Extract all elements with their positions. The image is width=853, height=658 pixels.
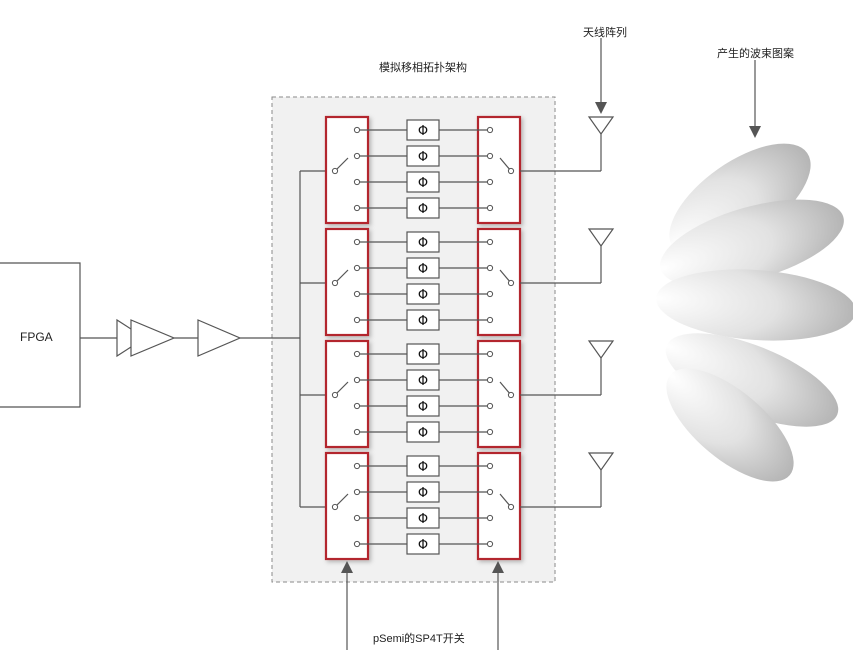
phase-shifter xyxy=(406,507,440,529)
phase-shifter xyxy=(406,171,440,193)
switch-port xyxy=(353,488,361,496)
antenna-icon xyxy=(587,116,615,171)
switch-port xyxy=(353,264,361,272)
phase-symbol: Φ xyxy=(418,124,428,139)
switch-port xyxy=(486,462,494,470)
phase-symbol: Φ xyxy=(418,150,428,165)
phase-symbol: Φ xyxy=(418,538,428,553)
switch-port xyxy=(353,238,361,246)
switch-port xyxy=(486,152,494,160)
switch-port xyxy=(486,238,494,246)
topology-title: 模拟移相拓扑架构 xyxy=(379,62,467,74)
phase-shifter xyxy=(406,533,440,555)
antenna-array-label: 天线阵列 xyxy=(583,27,627,39)
switch-port xyxy=(486,488,494,496)
switch-port xyxy=(353,152,361,160)
switch-port xyxy=(486,402,494,410)
fpga-block xyxy=(0,262,81,408)
phase-symbol: Φ xyxy=(418,374,428,389)
beam-lobe xyxy=(665,333,839,427)
beam-pattern xyxy=(656,143,853,482)
antenna-icon xyxy=(587,340,615,395)
switch-port xyxy=(486,178,494,186)
switch-port xyxy=(486,350,494,358)
phase-shifter xyxy=(406,369,440,391)
phase-symbol: Φ xyxy=(418,176,428,191)
phase-shifter xyxy=(406,455,440,477)
antenna-icon xyxy=(587,452,615,507)
phase-symbol: Φ xyxy=(418,460,428,475)
sp4t-switch-left xyxy=(324,339,370,449)
switch-port xyxy=(353,126,361,134)
phase-symbol: Φ xyxy=(418,426,428,441)
amplifier-icon xyxy=(130,319,176,357)
phase-shifter xyxy=(406,395,440,417)
beam-lobe xyxy=(666,368,794,482)
phase-shifter xyxy=(406,257,440,279)
phase-symbol: Φ xyxy=(418,512,428,527)
beam-lobe xyxy=(660,199,844,287)
switch-port xyxy=(353,462,361,470)
switch-port xyxy=(486,316,494,324)
switch-label: pSemi的SP4T开关 xyxy=(373,633,465,645)
phase-shifter xyxy=(406,421,440,443)
pointer-arrows xyxy=(341,38,761,650)
switch-port xyxy=(486,514,494,522)
switch-port xyxy=(353,350,361,358)
switch-port xyxy=(353,514,361,522)
switch-port xyxy=(353,540,361,548)
switch-port xyxy=(353,204,361,212)
switch-port xyxy=(486,264,494,272)
phase-shifter xyxy=(406,145,440,167)
switch-port xyxy=(353,290,361,298)
phase-symbol: Φ xyxy=(418,202,428,217)
switch-port xyxy=(486,540,494,548)
phase-shifter xyxy=(406,283,440,305)
phase-shifter xyxy=(406,231,440,253)
fpga-label: FPGA xyxy=(20,330,53,344)
switch-port xyxy=(486,428,494,436)
switch-port xyxy=(353,402,361,410)
phase-shifter xyxy=(406,343,440,365)
phase-symbol: Φ xyxy=(418,400,428,415)
beam-lobe xyxy=(656,269,853,341)
switch-port xyxy=(486,376,494,384)
switch-port xyxy=(353,428,361,436)
amplifier-icon xyxy=(197,319,242,357)
switch-port xyxy=(486,204,494,212)
phase-shifter xyxy=(406,119,440,141)
phase-shifter xyxy=(406,481,440,503)
antenna-icon xyxy=(587,228,615,283)
switch-port xyxy=(353,316,361,324)
switch-port xyxy=(486,126,494,134)
phase-symbol: Φ xyxy=(418,262,428,277)
switch-port xyxy=(353,376,361,384)
amplifier-chain xyxy=(80,318,300,358)
phase-symbol: Φ xyxy=(418,236,428,251)
phase-symbol: Φ xyxy=(418,288,428,303)
phase-shifter xyxy=(406,197,440,219)
phase-symbol: Φ xyxy=(418,348,428,363)
beam-pattern-label: 产生的波束图案 xyxy=(717,48,794,60)
switch-port xyxy=(353,178,361,186)
switch-port xyxy=(486,290,494,298)
phase-symbol: Φ xyxy=(418,486,428,501)
phase-symbol: Φ xyxy=(418,314,428,329)
antenna-array xyxy=(587,116,615,507)
phase-shifter xyxy=(406,309,440,331)
